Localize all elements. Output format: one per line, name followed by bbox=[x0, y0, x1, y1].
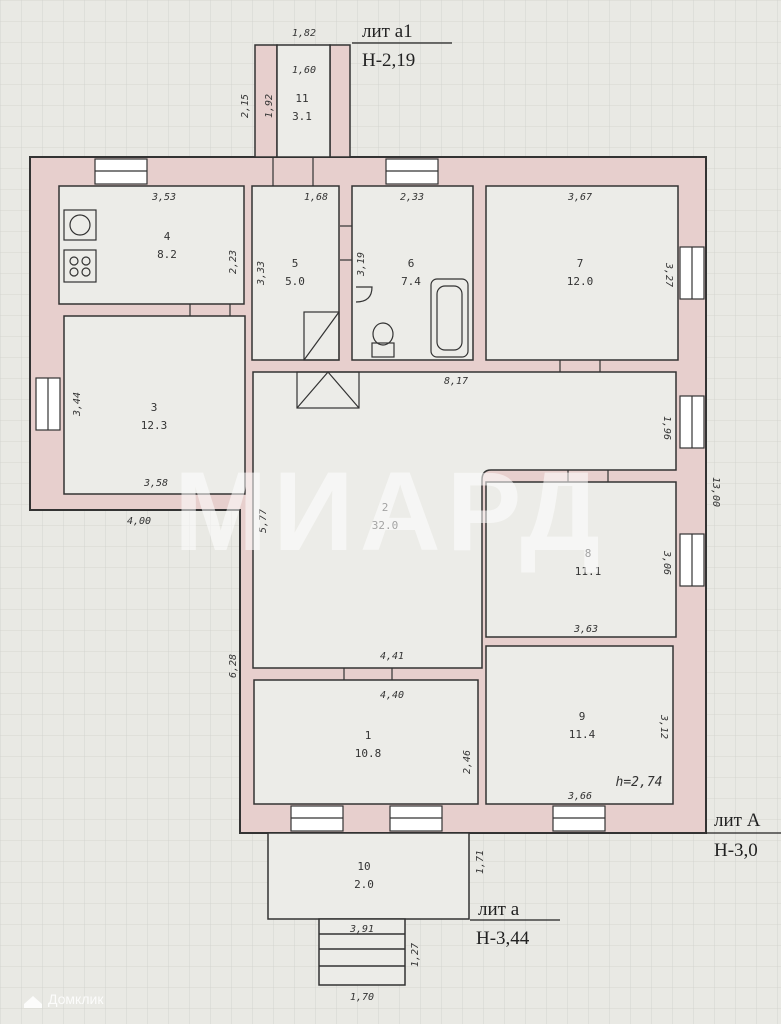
dim: 3,33 bbox=[256, 261, 267, 286]
dim: 2,15 bbox=[240, 94, 251, 118]
dim: 3,12 bbox=[658, 714, 669, 739]
dim: 1,27 bbox=[410, 943, 421, 967]
dim: 3,27 bbox=[663, 262, 674, 287]
door-marks bbox=[189, 157, 609, 680]
dim: 4,40 bbox=[380, 690, 404, 701]
dim: 3,53 bbox=[151, 192, 176, 203]
room-7-area: 12.0 bbox=[567, 275, 594, 288]
dim: h=2,74 bbox=[616, 775, 663, 790]
dim: 3,58 bbox=[143, 478, 168, 489]
windows bbox=[35, 158, 705, 832]
dim: 3,63 bbox=[573, 624, 598, 635]
room-11-num: 11 bbox=[295, 92, 308, 105]
dim: 2,46 bbox=[462, 750, 473, 774]
dim: 1,82 bbox=[292, 28, 316, 39]
room-7-num: 7 bbox=[577, 257, 584, 270]
dim: 2,33 bbox=[400, 192, 424, 203]
dim: 1,60 bbox=[292, 65, 316, 76]
dim: 3,91 bbox=[349, 924, 374, 935]
dim: 13,00 bbox=[710, 477, 721, 507]
dim: 1,71 bbox=[475, 850, 486, 874]
room-8-num: 8 bbox=[585, 547, 592, 560]
lit-A-label: лит А bbox=[714, 810, 761, 831]
porch bbox=[267, 832, 470, 986]
room-11-area: 3.1 bbox=[292, 110, 312, 123]
lit-A-height: Н-3,0 bbox=[714, 840, 758, 861]
room-5-num: 5 bbox=[292, 257, 299, 270]
dim: 1,92 bbox=[264, 94, 275, 118]
room-10-num: 10 bbox=[357, 860, 370, 873]
lit-labels: лит а1 Н-2,19 лит А Н-3,0 лит а Н-3,44 bbox=[352, 21, 781, 949]
room-3-num: 3 bbox=[151, 401, 158, 414]
room-interiors bbox=[58, 44, 679, 805]
room-1-num: 1 bbox=[365, 729, 372, 742]
watermark: МИАРД bbox=[174, 449, 606, 574]
fixtures bbox=[63, 209, 469, 409]
room-8-area: 11.1 bbox=[575, 565, 602, 578]
dim: 4,41 bbox=[380, 651, 404, 662]
room-4-area: 8.2 bbox=[157, 248, 177, 261]
lit-a1-height: Н-2,19 bbox=[362, 50, 415, 71]
room-9-num: 9 bbox=[579, 710, 586, 723]
room-1-area: 10.8 bbox=[355, 747, 382, 760]
dim: 3,06 bbox=[661, 550, 672, 575]
dim: 8,17 bbox=[444, 376, 468, 387]
room-6-area: 7.4 bbox=[401, 275, 421, 288]
lit-a-height: Н-3,44 bbox=[476, 928, 530, 949]
dim: 3,66 bbox=[567, 791, 592, 802]
dim: 4,00 bbox=[127, 516, 151, 527]
room-4-num: 4 bbox=[164, 230, 171, 243]
dim: 6,28 bbox=[228, 654, 239, 678]
lit-a-label: лит а bbox=[478, 899, 520, 920]
dim: 1,68 bbox=[304, 192, 328, 203]
lit-a1-label: лит а1 bbox=[362, 21, 413, 42]
house-icon bbox=[24, 996, 42, 1008]
dim: 5,77 bbox=[258, 509, 269, 533]
dim: 3,44 bbox=[72, 392, 83, 417]
room-3-area: 12.3 bbox=[141, 419, 168, 432]
room-10-area: 2.0 bbox=[354, 878, 374, 891]
room-2-area: 32.0 bbox=[372, 519, 399, 532]
footer-logo-text: Домклик bbox=[48, 991, 104, 1007]
room-6-num: 6 bbox=[408, 257, 415, 270]
footer-logo: Домклик bbox=[24, 991, 104, 1008]
dimension-labels: 1,82 1,60 2,15 1,92 3,53 1,68 2,33 3,67 … bbox=[72, 28, 721, 1003]
room-5-area: 5.0 bbox=[285, 275, 305, 288]
dim: 3,67 bbox=[567, 192, 592, 203]
room-9-area: 11.4 bbox=[569, 728, 596, 741]
dim: 1,70 bbox=[350, 992, 374, 1003]
dim: 3,19 bbox=[356, 252, 367, 277]
room-labels: 4 8.2 3 12.3 5 5.0 6 7.4 7 12.0 2 32.0 8… bbox=[141, 92, 602, 891]
room-2-num: 2 bbox=[382, 501, 389, 514]
dim: 2,23 bbox=[228, 250, 239, 274]
dim: 1,96 bbox=[661, 416, 672, 440]
